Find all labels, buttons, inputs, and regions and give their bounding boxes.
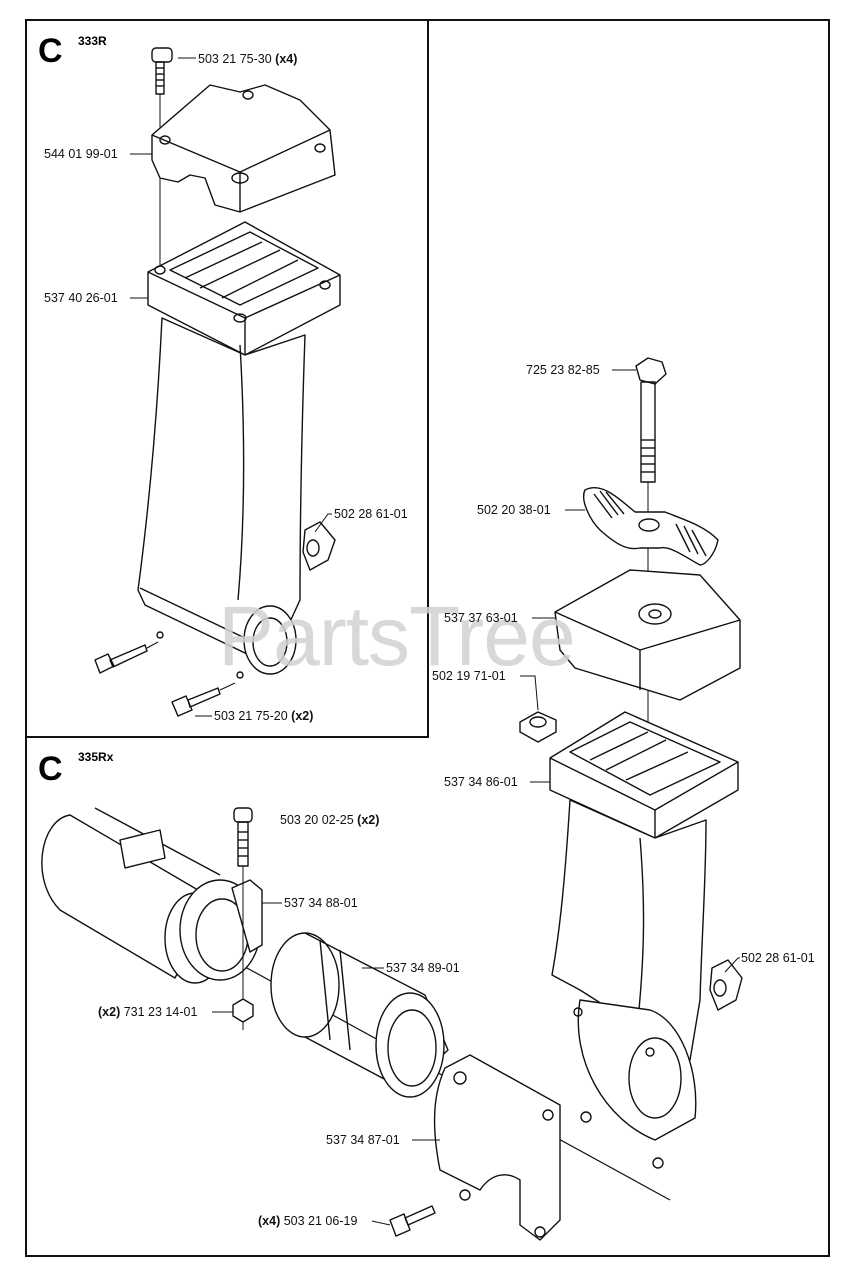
part-label: 502 20 38-01 — [477, 503, 551, 517]
handle-bracket-537-40-26-01 — [147, 221, 341, 356]
handle-bracket-537-34-86-01 — [549, 711, 739, 839]
clamp-ring-537-34-88-01 — [179, 879, 263, 981]
part-label: 537 34 88-01 — [284, 896, 358, 910]
wing-knob-502-20-38-01 — [583, 486, 719, 566]
part-label: (x4) 503 21 06-19 — [258, 1214, 358, 1228]
handle-body-335rx — [551, 799, 707, 1169]
part-label: 537 37 63-01 — [444, 611, 518, 625]
leader-lines — [130, 57, 740, 1226]
section-model: 335Rx — [78, 750, 114, 764]
screw-503-20-02-25 — [233, 807, 253, 867]
knob-502-28-61-01-b — [709, 959, 743, 1011]
nut-731-23-14-01 — [232, 998, 254, 1023]
part-label: 503 20 02-25 (x2) — [280, 813, 380, 827]
part-label: 503 21 75-20 (x2) — [214, 709, 314, 723]
part-label: 537 40 26-01 — [44, 291, 118, 305]
section-model: 333R — [78, 34, 107, 48]
section-333r-frame — [26, 20, 429, 738]
part-label: 537 34 86-01 — [444, 775, 518, 789]
part-label: 503 21 75-30 (x4) — [198, 52, 298, 66]
nut-502-19-71-01 — [519, 711, 557, 743]
section-letter: C — [38, 750, 63, 788]
part-label: 502 28 61-01 — [741, 951, 815, 965]
part-label: 725 23 82-85 — [526, 363, 600, 377]
screw-503-21-75-20-a — [94, 644, 148, 674]
handle-body-333r — [137, 317, 306, 679]
section-letter: C — [38, 32, 63, 70]
clamp-cover-544-01-99-01 — [151, 84, 336, 213]
part-label: 537 34 87-01 — [326, 1133, 400, 1147]
screw-503-21-06-19 — [389, 1205, 436, 1237]
part-label: (x2) 731 23 14-01 — [98, 1005, 198, 1019]
screw-503-21-75-20-b — [171, 687, 221, 717]
part-label: 537 34 89-01 — [386, 961, 460, 975]
knob-502-28-61-01-a — [302, 521, 336, 571]
bolt-725-23-82-85 — [635, 357, 667, 483]
clamp-cover-537-37-63-01 — [554, 569, 741, 701]
part-label: 502 19 71-01 — [432, 669, 506, 683]
part-label: 544 01 99-01 — [44, 147, 118, 161]
watermark: PartsTree — [218, 589, 576, 683]
part-label: 502 28 61-01 — [334, 507, 408, 521]
sleeve-537-34-89-01 — [270, 932, 449, 1098]
clamp-537-34-87-01 — [433, 1054, 561, 1241]
screw-503-21-75-30 — [151, 47, 173, 95]
